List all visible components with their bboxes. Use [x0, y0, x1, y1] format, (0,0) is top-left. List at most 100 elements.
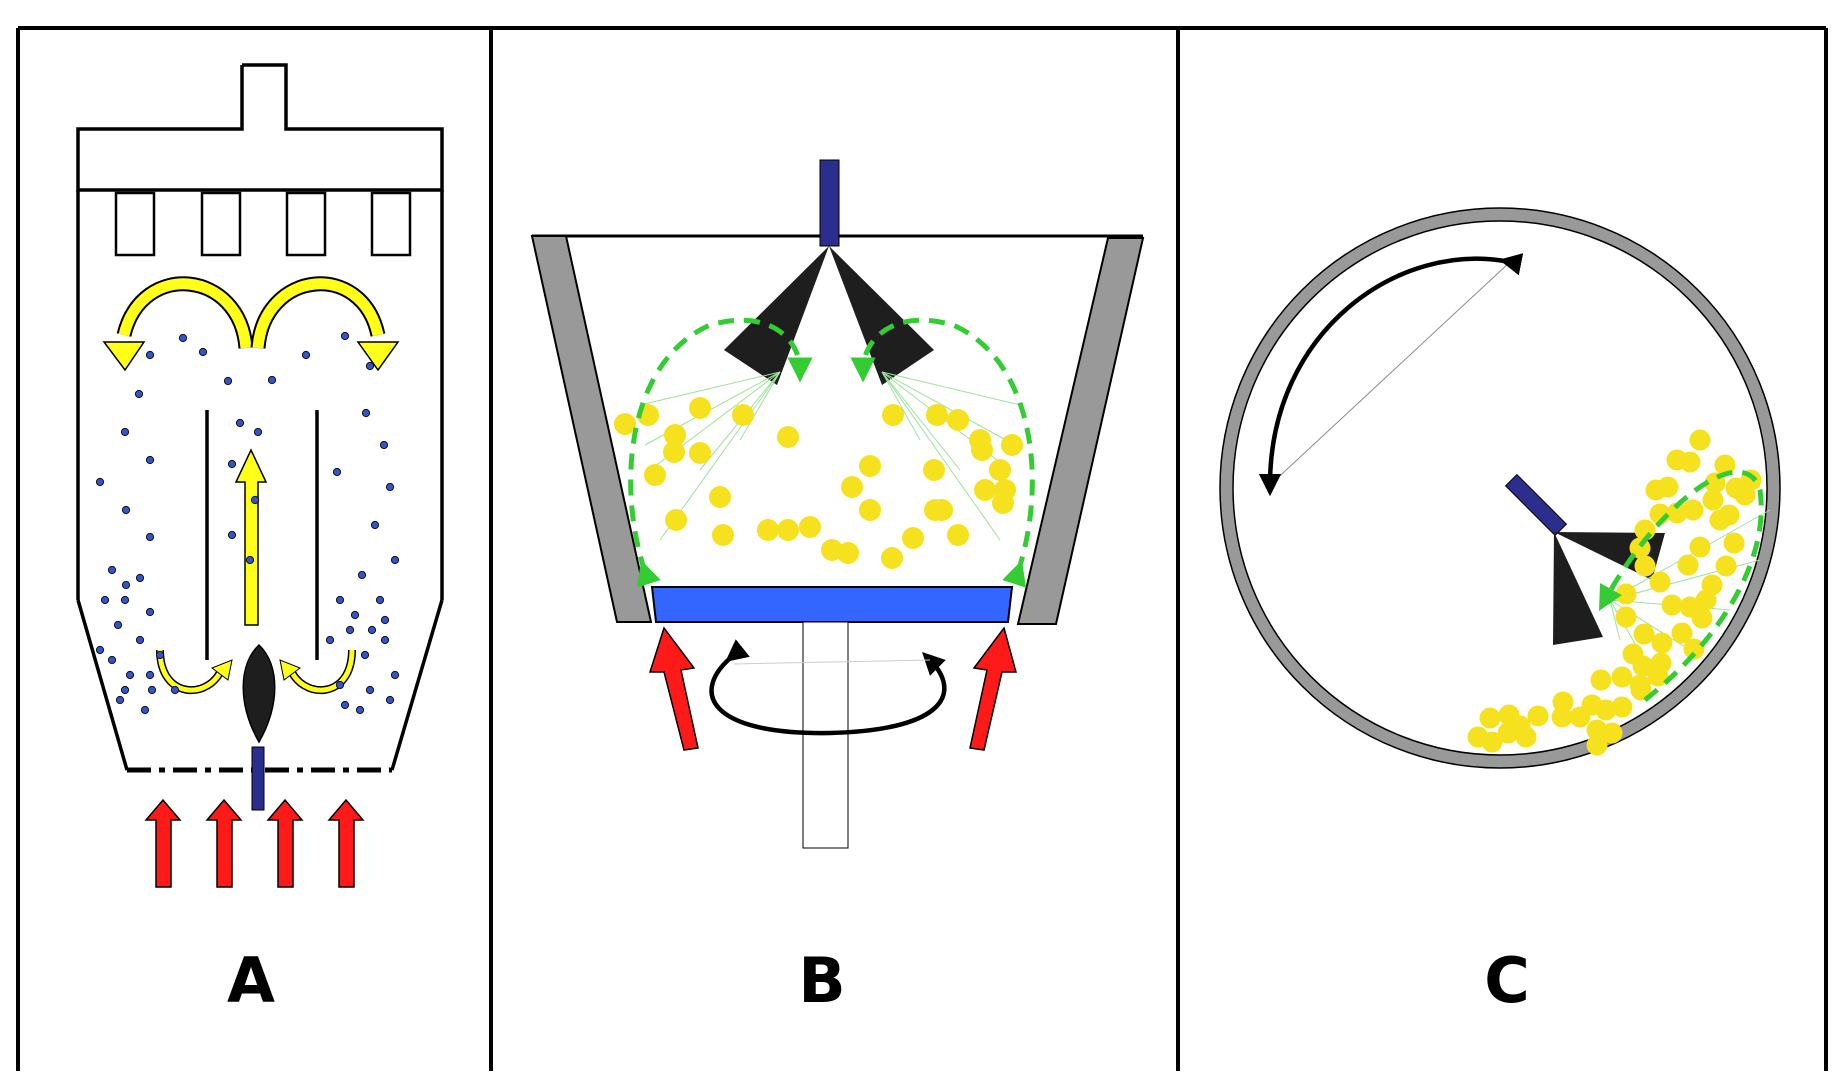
- pellet: [1666, 449, 1688, 471]
- spray-line: [881, 371, 1021, 406]
- pellet: [1689, 429, 1711, 451]
- panel-label-a: A: [227, 944, 275, 1017]
- pellet: [974, 479, 996, 501]
- flow-arrow-icon: [287, 649, 355, 693]
- hot-air-arrow-icon: [969, 626, 1017, 751]
- pellet: [882, 404, 904, 426]
- pellet: [881, 547, 903, 569]
- pellet: [926, 404, 948, 426]
- pellet: [859, 499, 881, 521]
- small-particle: [332, 467, 342, 477]
- hot-air-arrows: [648, 626, 1017, 751]
- flow-arrow-icon: [118, 278, 252, 349]
- small-particle: [121, 580, 131, 590]
- small-particle: [350, 610, 360, 620]
- drum-interior: [1232, 220, 1768, 756]
- small-particle: [360, 650, 370, 660]
- pellet: [859, 455, 881, 477]
- pellet: [614, 413, 636, 435]
- hot-air-arrow-icon: [648, 626, 699, 751]
- pellet: [1481, 731, 1503, 753]
- pellet: [757, 519, 779, 541]
- nozzle-body: [819, 159, 840, 247]
- small-particle: [121, 505, 131, 515]
- spray-nozzle-icon: [242, 643, 276, 744]
- small-particle: [390, 670, 400, 680]
- pellet: [1645, 479, 1667, 501]
- small-particle: [145, 670, 155, 680]
- pellet: [1634, 555, 1656, 577]
- flow-arrow-icon: [356, 341, 400, 372]
- flow-arrow-icon: [1598, 469, 1764, 702]
- pellet: [1633, 623, 1655, 645]
- hot-air-arrow-icon: [266, 798, 304, 888]
- small-particle: [120, 595, 130, 605]
- pellet: [777, 519, 799, 541]
- pellet: [924, 499, 946, 521]
- pellet: [1551, 706, 1573, 728]
- spray-line: [639, 371, 781, 406]
- small-particle: [357, 570, 367, 580]
- small-particle: [375, 595, 385, 605]
- pellet: [1709, 509, 1731, 531]
- pellet: [969, 429, 991, 451]
- small-particle: [120, 685, 130, 695]
- small-particle: [380, 635, 390, 645]
- small-particle: [140, 705, 150, 715]
- small-particle: [155, 650, 165, 660]
- pellet: [902, 527, 924, 549]
- pellet: [1695, 589, 1717, 611]
- small-particles: [95, 331, 400, 715]
- small-particle: [367, 625, 377, 635]
- pellet: [1650, 652, 1672, 674]
- pellet: [1581, 694, 1603, 716]
- pellet: [1601, 722, 1623, 744]
- small-particle: [227, 459, 237, 469]
- small-particle: [95, 477, 105, 487]
- small-particle: [325, 635, 335, 645]
- pellet: [777, 426, 799, 448]
- small-particle: [145, 455, 155, 465]
- flow-arrow-icon: [850, 317, 1035, 588]
- pellet: [1702, 489, 1724, 511]
- pellet: [1679, 596, 1701, 618]
- pellet: [799, 516, 821, 538]
- small-particle: [107, 565, 117, 575]
- pellet: [1649, 571, 1671, 593]
- small-particle: [125, 670, 135, 680]
- hot-air-arrow-icon: [327, 798, 365, 888]
- pellet: [1715, 555, 1737, 577]
- vessel-outline: [76, 63, 444, 771]
- pellet: [923, 459, 945, 481]
- pellet: [1498, 704, 1520, 726]
- small-particle: [380, 615, 390, 625]
- pellet: [732, 404, 754, 426]
- pellet: [1615, 606, 1637, 628]
- pellet: [1723, 532, 1745, 554]
- small-particle: [250, 495, 260, 505]
- pellet: [1611, 666, 1633, 688]
- small-particle: [134, 389, 144, 399]
- hot-air-arrow-icon: [144, 798, 182, 888]
- panel-b-rotor: [530, 159, 1145, 849]
- small-particle: [385, 695, 395, 705]
- pellet: [1629, 674, 1651, 696]
- small-particle: [113, 620, 123, 630]
- flow-arrow-icon: [234, 448, 268, 626]
- small-particle: [135, 573, 145, 583]
- small-particle: [365, 685, 375, 695]
- small-particle: [355, 705, 365, 715]
- rotation-arrow-icon: [1258, 253, 1524, 497]
- small-particle: [335, 595, 345, 605]
- pellet: [1527, 705, 1549, 727]
- hot-air-arrow-icon: [205, 798, 243, 888]
- small-particle: [345, 625, 355, 635]
- small-particle: [379, 440, 389, 450]
- flow-arrow-icon: [628, 317, 813, 588]
- pellet: [1683, 638, 1705, 660]
- pellet: [947, 524, 969, 546]
- small-particle: [370, 520, 380, 530]
- panel-c-drum: [1219, 207, 1781, 769]
